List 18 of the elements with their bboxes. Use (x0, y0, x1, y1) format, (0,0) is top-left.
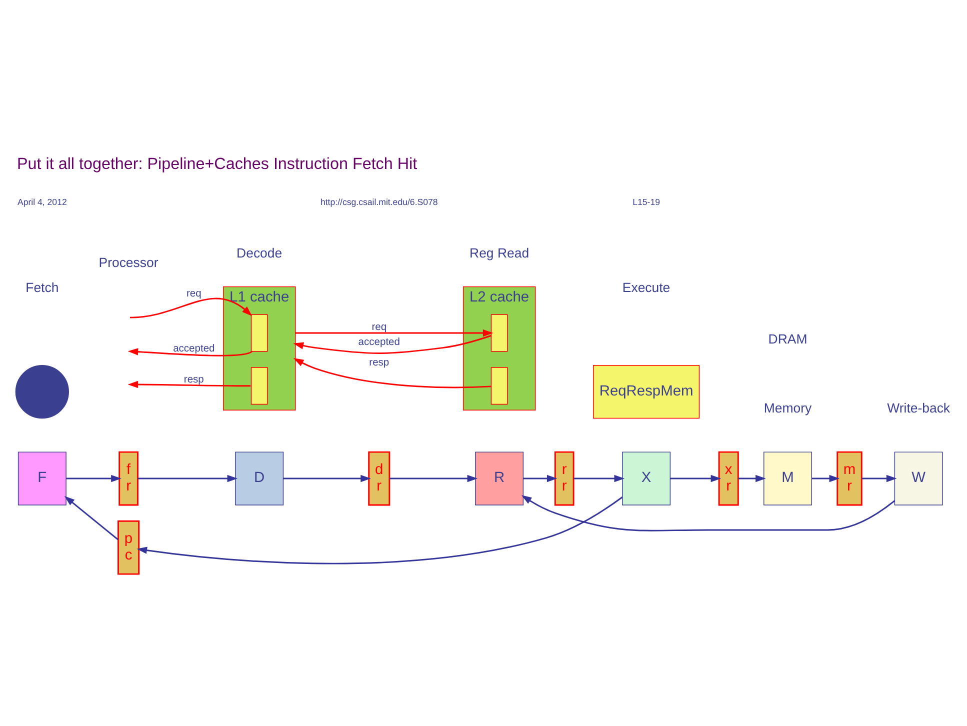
edge-label: resp (184, 374, 204, 385)
diagram-title: Put it all together: Pipeline+Caches Instruction Fetch Hit (17, 154, 418, 172)
label: Write-back (887, 400, 950, 416)
edge-label: accepted (173, 343, 215, 354)
label: DRAM (768, 331, 808, 346)
label: Processor (98, 254, 158, 270)
edge-label: req (186, 288, 202, 299)
label: Execute (622, 280, 670, 295)
label: Fetch (26, 280, 59, 295)
label: L15-19 (632, 196, 660, 207)
label: April 4, 2012 (17, 196, 67, 207)
label: Memory (764, 400, 812, 416)
edge-label: accepted (358, 336, 400, 348)
label: Decode (236, 245, 282, 260)
edge-label: req (372, 322, 387, 333)
edge-label: resp (369, 356, 390, 368)
label: Reg Read (470, 245, 530, 260)
label: http://csg.csail.mit.edu/6.S078 (320, 196, 438, 207)
